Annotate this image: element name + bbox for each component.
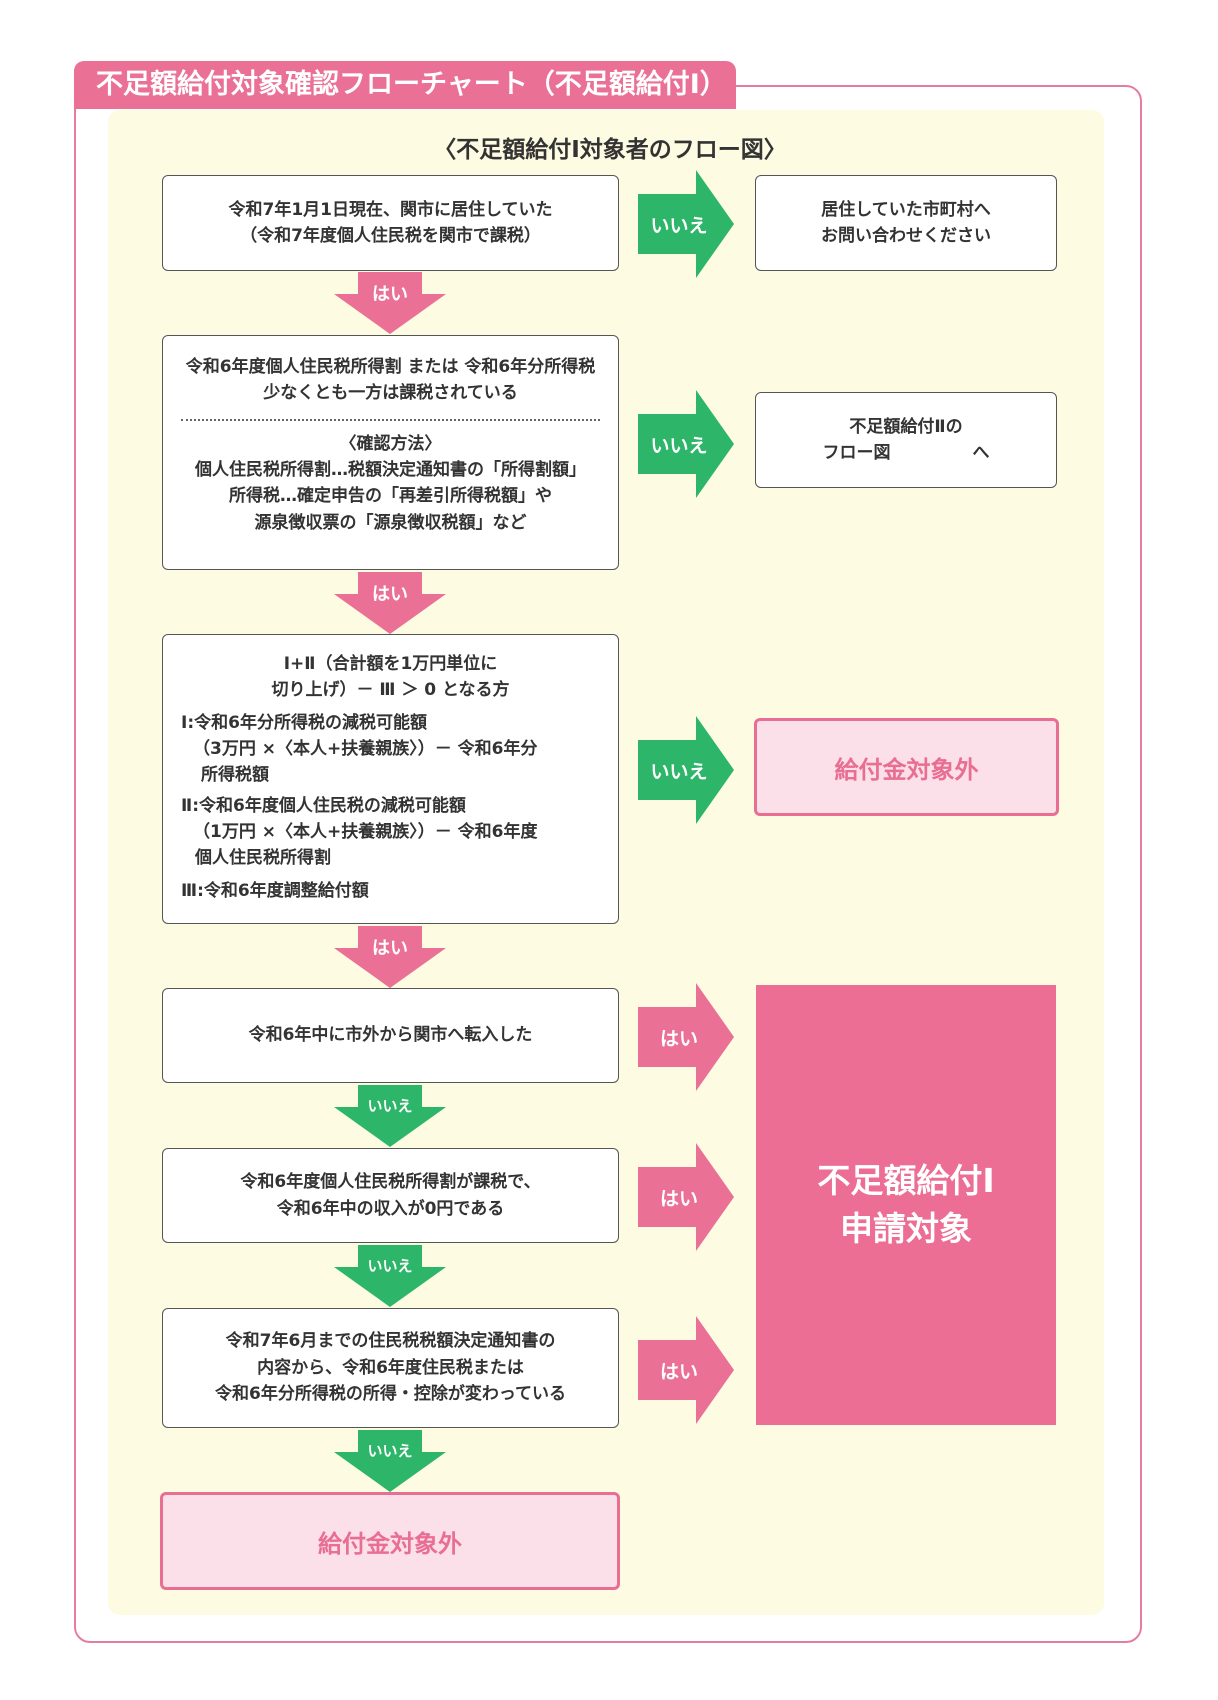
step-2-taxed: 令和6年度個人住民税所得割 または 令和6年分所得税 少なくとも一方は課税されて… <box>162 335 619 570</box>
flow-subtitle: 〈不足額給付Ⅰ対象者のフロー図〉 <box>433 137 787 163</box>
flow2-line-3: へ <box>972 443 990 463</box>
right-arrow-no-3 <box>638 716 734 824</box>
def-2-formula-cont: 個人住民税所得割 <box>195 848 331 869</box>
no-label-right-2: いいえ <box>650 435 708 457</box>
def-2: Ⅱ:令和6年度個人住民税の減税可能額 <box>181 795 466 816</box>
down-arrow-yes-1 <box>334 272 446 334</box>
yes-label-right-2: はい <box>659 1188 698 1210</box>
result-flow2-link[interactable]: 不足額給付Ⅱの フロー図 へ <box>755 392 1057 488</box>
page-title: 不足額給付対象確認フローチャート（不足額給付Ⅰ） <box>74 61 736 109</box>
right-arrow-yes-2 <box>638 1143 734 1251</box>
def-1: Ⅰ:令和6年分所得税の減税可能額 <box>181 712 427 733</box>
no-label-right-3: いいえ <box>650 761 708 783</box>
def-1-formula-cont: 所得税額 <box>201 765 269 786</box>
result-inquire: 居住していた市町村へ お問い合わせください <box>755 175 1057 271</box>
step-3-calculation: Ⅰ+Ⅱ（合計額を1万円単位に 切り上げ）－ Ⅲ ＞ 0 となる方 Ⅰ:令和6年分… <box>162 634 619 924</box>
def-2-formula: （1万円 ×〈本人+扶養親族〉）－ 令和6年度 <box>193 822 538 843</box>
no-label-2: いいえ <box>367 1257 413 1275</box>
yes-label-1: はい <box>372 284 408 305</box>
step-6-changed: 令和7年6月までの住民税税額決定通知書の 内容から、令和6年度住民税または 令和… <box>162 1308 619 1428</box>
step-4-line-1: 令和6年中に市外から関市へ転入した <box>248 1025 533 1046</box>
def-1-formula: （3万円 ×〈本人+扶養親族〉）－ 令和6年分 <box>193 739 538 760</box>
step-5-line-2: 令和6年中の収入が0円である <box>276 1198 505 1219</box>
dotted-divider <box>181 418 600 421</box>
step-3-line-1: Ⅰ+Ⅱ（合計額を1万円単位に <box>283 654 498 674</box>
target-line-2: 申請対象 <box>840 1209 972 1248</box>
down-arrow-yes-3 <box>334 926 446 988</box>
result-eligible-target: 不足額給付Ⅰ 申請対象 <box>756 985 1056 1425</box>
step-2-line-2: 少なくとも一方は課税されている <box>263 383 518 404</box>
yes-label-right-1: はい <box>659 1028 698 1050</box>
no-label-3: いいえ <box>367 1442 413 1460</box>
step-1-line-2: （令和7年度個人住民税を関市で課税） <box>240 226 541 246</box>
yes-label-2: はい <box>372 584 408 605</box>
flow2-line-1: 不足額給付Ⅱの <box>849 416 963 437</box>
down-arrow-yes-2 <box>334 572 446 634</box>
right-arrow-yes-3 <box>638 1316 734 1424</box>
right-arrow-yes-1 <box>638 983 734 1091</box>
target-line-1: 不足額給付Ⅰ <box>817 1161 995 1201</box>
result-not-eligible-1: 給付金対象外 <box>754 718 1059 816</box>
step-5-line-1: 令和6年度個人住民税所得割が課税で、 <box>240 1172 541 1193</box>
method-line-2: 所得税…確定申告の「再差引所得税額」や <box>229 486 552 507</box>
flow2-line-2-wrap: フロー図 へ <box>823 440 990 466</box>
no-label-1: いいえ <box>367 1097 413 1115</box>
method-title: 〈確認方法〉 <box>339 433 442 454</box>
inquire-line-1: 居住していた市町村へ <box>821 199 991 220</box>
def-3: Ⅲ:令和6年度調整給付額 <box>181 880 369 901</box>
method-line-3: 源泉徴収票の「源泉徴収税額」など <box>254 512 527 533</box>
down-arrow-no-2 <box>334 1245 446 1307</box>
flow2-line-2: フロー図 <box>822 443 891 463</box>
step-6-line-2: 内容から、令和6年度住民税または <box>257 1357 524 1378</box>
step-5-zero-income: 令和6年度個人住民税所得割が課税で、 令和6年中の収入が0円である <box>162 1148 619 1243</box>
step-2-line-1: 令和6年度個人住民税所得割 または 令和6年分所得税 <box>185 357 596 377</box>
yes-label-right-3: はい <box>659 1361 698 1383</box>
down-arrow-no-3 <box>334 1430 446 1492</box>
right-arrow-no-1 <box>638 170 734 278</box>
right-arrow-no-2 <box>638 390 734 498</box>
step-6-line-1: 令和7年6月までの住民税税額決定通知書の <box>225 1331 556 1352</box>
no-label-right-1: いいえ <box>650 215 708 237</box>
down-arrow-no-1 <box>334 1085 446 1147</box>
result-not-eligible-2: 給付金対象外 <box>160 1492 620 1590</box>
method-line-1: 個人住民税所得割…税額決定通知書の「所得割額」 <box>195 460 586 481</box>
step-4-moved-in: 令和6年中に市外から関市へ転入した <box>162 988 619 1083</box>
inquire-line-2: お問い合わせください <box>821 226 991 246</box>
step-3-line-2: 切り上げ）－ Ⅲ ＞ 0 となる方 <box>271 680 510 701</box>
yes-label-3: はい <box>372 938 408 959</box>
step-6-line-3: 令和6年分所得税の所得・控除が変わっている <box>215 1384 566 1405</box>
step-1-line-1: 令和7年1月1日現在、関市に居住していた <box>228 199 553 220</box>
step-1-residence: 令和7年1月1日現在、関市に居住していた （令和7年度個人住民税を関市で課税） <box>162 175 619 271</box>
